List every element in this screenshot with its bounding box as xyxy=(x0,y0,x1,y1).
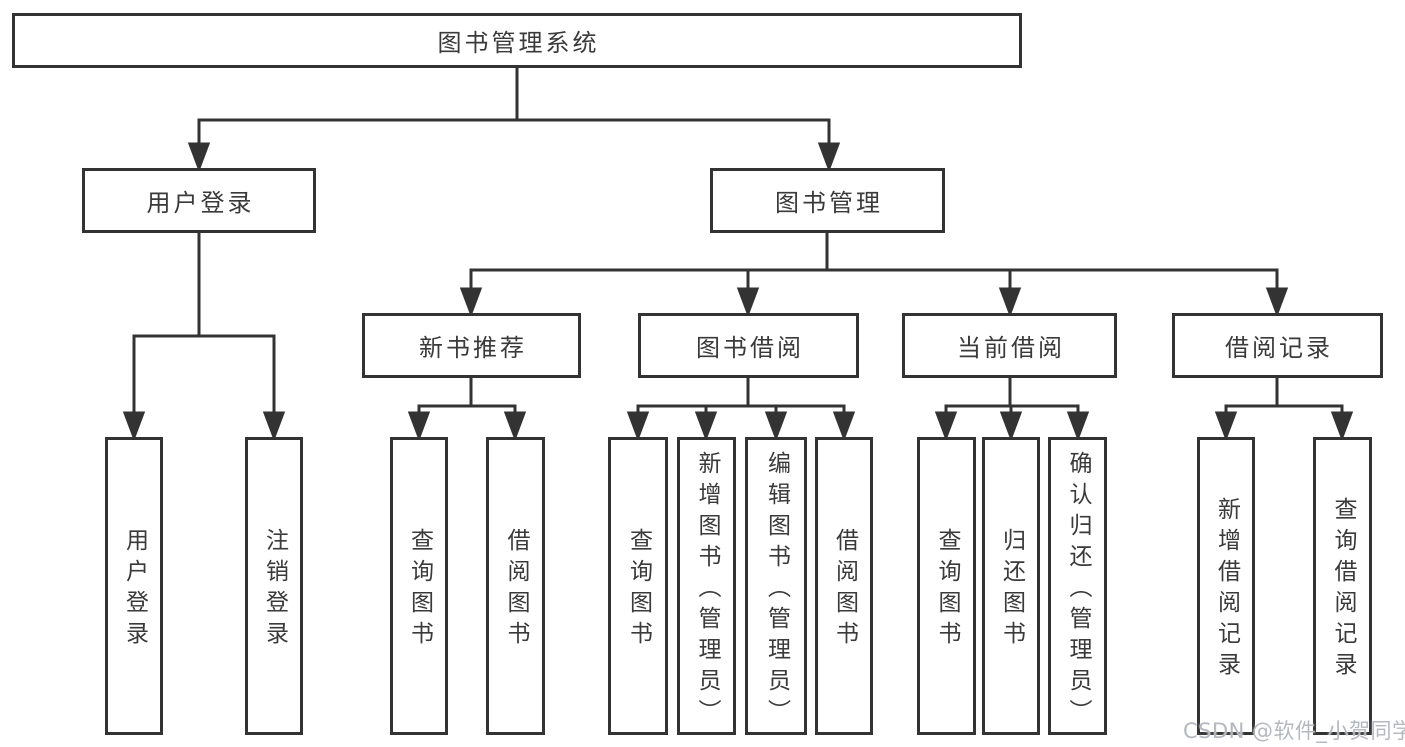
arrowhead-icon xyxy=(1330,411,1354,442)
node-leaf-nb-borrow: 借阅图书 xyxy=(486,437,545,735)
node-leaf-bb-edit: 编辑图书（管理员） xyxy=(745,437,807,735)
node-leaf-bb-query: 查询图书 xyxy=(608,437,668,735)
node-leaf-bb-edit-label: 编辑图书（管理员） xyxy=(763,450,790,730)
node-leaf-br-add: 新增借阅记录 xyxy=(1197,437,1255,735)
node-book-borrow-label: 图书借阅 xyxy=(696,334,804,362)
node-leaf-user-login: 用户登录 xyxy=(105,437,163,735)
arrowhead-icon xyxy=(736,287,760,318)
arrowhead-icon xyxy=(1214,411,1238,442)
node-borrow-records: 借阅记录 xyxy=(1172,313,1383,378)
node-leaf-br-query-label: 查询借阅记录 xyxy=(1330,497,1356,683)
arrowhead-icon xyxy=(764,411,788,442)
node-leaf-logout: 注销登录 xyxy=(245,437,303,735)
arrowhead-icon xyxy=(407,411,431,442)
node-leaf-nb-query-label: 查询图书 xyxy=(406,528,433,652)
node-book-mgmt: 图书管理 xyxy=(710,168,945,233)
arrowhead-icon xyxy=(694,411,718,442)
node-new-books-label: 新书推荐 xyxy=(419,334,527,362)
node-book-borrow: 图书借阅 xyxy=(638,313,859,378)
node-leaf-nb-borrow-label: 借阅图书 xyxy=(503,528,529,652)
node-leaf-bb-query-label: 查询图书 xyxy=(625,528,652,652)
arrowhead-icon xyxy=(626,411,650,442)
node-current-borrow-label: 当前借阅 xyxy=(957,334,1065,362)
node-user-login: 用户登录 xyxy=(82,168,316,233)
csdn-watermark: CSDN @软件_小贺同学 xyxy=(1183,719,1405,743)
node-leaf-cb-confirm-label: 确认归还（管理员） xyxy=(1065,450,1091,730)
arrowhead-icon xyxy=(1066,411,1090,442)
node-leaf-cb-return: 归还图书 xyxy=(982,437,1040,735)
node-leaf-cb-query-label: 查询图书 xyxy=(934,528,960,652)
node-root-label: 图书管理系统 xyxy=(437,29,600,57)
node-user-login-label: 用户登录 xyxy=(146,189,255,217)
arrowhead-icon xyxy=(1265,287,1289,318)
arrowhead-icon xyxy=(998,287,1022,318)
node-leaf-cb-return-label: 归还图书 xyxy=(998,528,1025,652)
node-leaf-nb-query: 查询图书 xyxy=(390,437,448,735)
arrowhead-icon xyxy=(503,411,527,442)
arrowhead-icon xyxy=(459,287,483,318)
node-leaf-br-query: 查询借阅记录 xyxy=(1313,437,1372,735)
arrowhead-icon xyxy=(122,411,146,442)
node-leaf-bb-borrow: 借阅图书 xyxy=(815,437,873,735)
node-leaf-user-login-label: 用户登录 xyxy=(121,528,148,652)
node-leaf-bb-borrow-label: 借阅图书 xyxy=(831,528,858,652)
arrowhead-icon xyxy=(817,142,841,173)
node-leaf-br-add-label: 新增借阅记录 xyxy=(1213,497,1240,683)
node-current-borrow: 当前借阅 xyxy=(902,313,1117,378)
node-root: 图书管理系统 xyxy=(12,13,1022,68)
node-borrow-records-label: 借阅记录 xyxy=(1225,334,1333,362)
node-leaf-logout-label: 注销登录 xyxy=(261,528,288,652)
node-leaf-bb-add: 新增图书（管理员） xyxy=(677,437,736,735)
node-new-books: 新书推荐 xyxy=(362,313,581,378)
node-leaf-bb-add-label: 新增图书（管理员） xyxy=(694,450,720,730)
arrowhead-icon xyxy=(187,142,211,173)
node-leaf-cb-query: 查询图书 xyxy=(917,437,976,735)
arrowhead-icon xyxy=(832,411,856,442)
arrowhead-icon xyxy=(934,411,958,442)
node-leaf-cb-confirm: 确认归还（管理员） xyxy=(1048,437,1107,735)
arrowhead-icon xyxy=(999,411,1023,442)
arrowhead-icon xyxy=(262,411,286,442)
node-book-mgmt-label: 图书管理 xyxy=(775,189,883,217)
